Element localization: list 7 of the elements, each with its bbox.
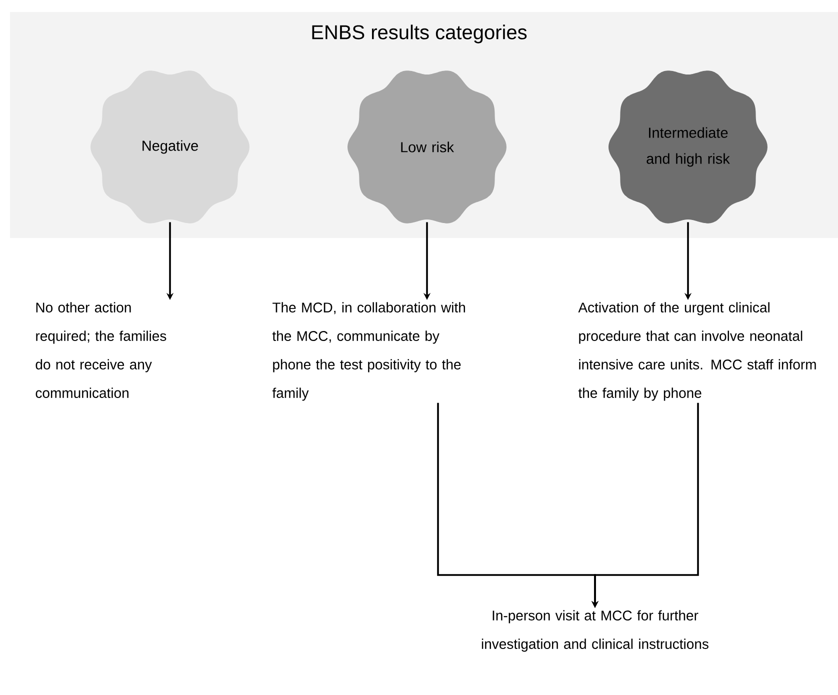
category-badge: Low risk <box>348 70 506 224</box>
outcome-text: No other action required; the families do not receive any communication <box>36 302 166 398</box>
outcome-text: The MCD, in collaboration with the MCC, communicate by phone the test positivity to the family <box>272 302 465 401</box>
category-badge: Intermediate and high risk <box>608 70 768 224</box>
outcome-text: In-person visit at MCC for further investigation and clinical instructions <box>482 610 708 652</box>
outcome-text: Activation of the urgent clinical procedure that can involve neonatal intensive care units. MCC staff inform the family by phone <box>578 302 816 401</box>
category-badge: Negative <box>90 70 250 224</box>
